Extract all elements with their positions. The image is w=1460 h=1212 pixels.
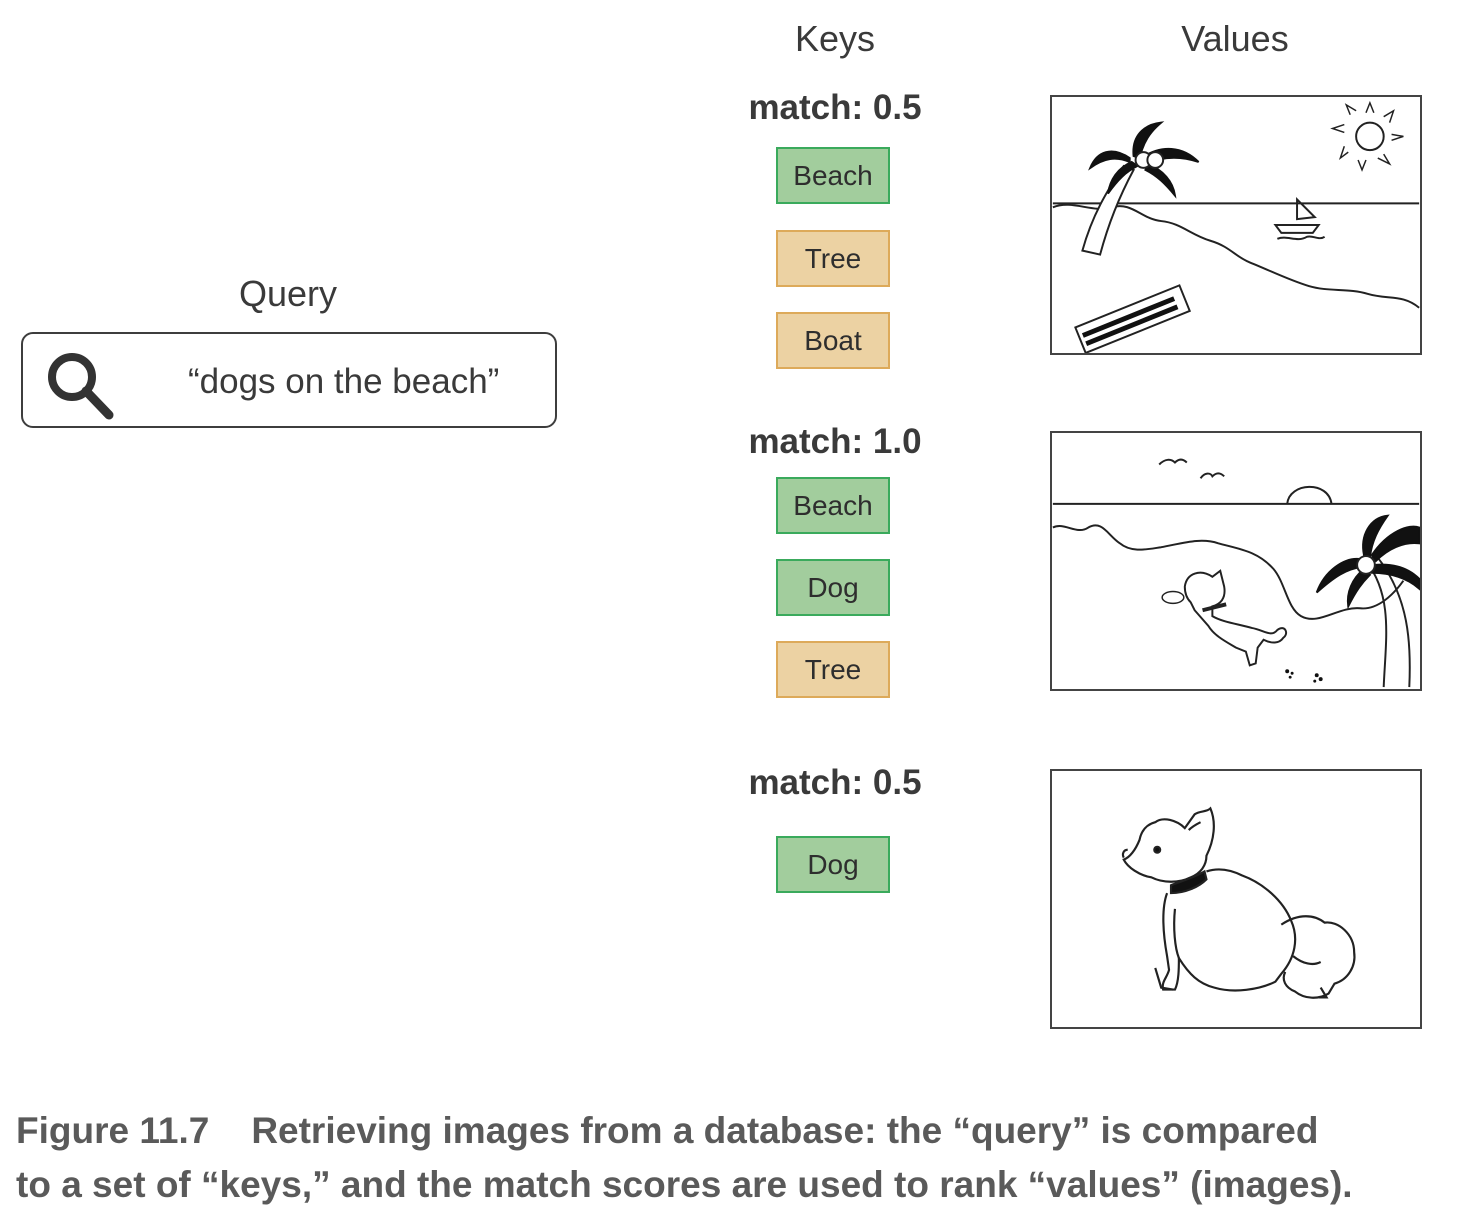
match-score-2: match: 1.0 (748, 422, 922, 461)
caption-line-2: to a set of “keys,” and the match scores… (16, 1164, 1353, 1205)
caption-text-1: Retrieving images from a database: the “… (251, 1110, 1319, 1151)
key-dog: Dog (776, 559, 890, 616)
key-tree: Tree (776, 641, 890, 698)
match-score-1: match: 0.5 (748, 88, 922, 127)
key-beach: Beach (776, 477, 890, 534)
dog-on-beach-image (1050, 431, 1422, 691)
key-boat: Boat (776, 312, 890, 369)
key-tree: Tree (776, 230, 890, 287)
figure-caption: Figure 11.7 Retrieving images from a data… (16, 1104, 1456, 1212)
keys-header: Keys (794, 18, 876, 59)
key-beach: Beach (776, 147, 890, 204)
caption-label: Figure 11.7 (16, 1110, 210, 1151)
query-search-box: “dogs on the beach” (21, 332, 557, 428)
caption-line-1: Figure 11.7 Retrieving images from a data… (16, 1104, 1456, 1158)
search-icon (48, 353, 114, 420)
beach-scene-image (1050, 95, 1422, 355)
values-header: Values (1181, 18, 1289, 59)
query-text: “dogs on the beach” (188, 362, 500, 401)
match-score-3: match: 0.5 (748, 763, 922, 802)
key-dog: Dog (776, 836, 890, 893)
dog-image (1050, 769, 1422, 1029)
query-header: Query (238, 273, 338, 314)
